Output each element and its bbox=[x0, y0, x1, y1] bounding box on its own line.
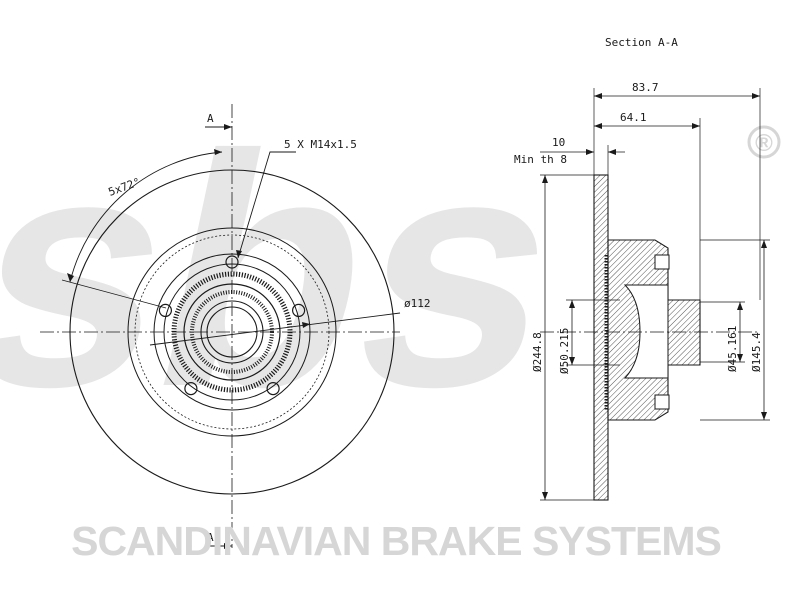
bolt-circle-label: ø112 bbox=[404, 297, 431, 310]
min-thickness-label: Min th 8 bbox=[514, 153, 567, 166]
overall-width-label: 83.7 bbox=[632, 81, 659, 94]
sbs-logo-text: sbs bbox=[0, 86, 590, 455]
section-marker-bottom: A bbox=[207, 531, 214, 544]
disc-diameter-label: Ø244.8 bbox=[531, 332, 544, 372]
registered-mark-text: ® bbox=[755, 130, 773, 157]
bolt-spec-label: 5 X M14x1.5 bbox=[284, 138, 357, 151]
bolt-holes bbox=[158, 255, 306, 396]
front-view bbox=[40, 104, 401, 549]
hub-diameter-label: Ø145.4 bbox=[750, 332, 763, 372]
section-marker-top: A bbox=[207, 112, 214, 125]
section-view-labels: Section A-A 83.7 64.1 10 Min th 8 Ø244.8… bbox=[514, 36, 763, 374]
disc-thickness-label: 10 bbox=[552, 136, 565, 149]
section-title: Section A-A bbox=[605, 36, 678, 49]
bolt-hole bbox=[266, 382, 280, 396]
registered-mark: ® bbox=[747, 125, 781, 159]
center-bore-label: Ø50.215 bbox=[558, 328, 571, 374]
front-view-labels: A A 5 X M14x1.5 5x72° ø112 bbox=[107, 112, 431, 544]
section-view bbox=[540, 88, 770, 501]
bolt-hole bbox=[292, 303, 306, 317]
brand-bar-text: SCANDINAVIAN BRAKE SYSTEMS bbox=[71, 518, 721, 564]
bolt-hole bbox=[184, 382, 198, 396]
hub-width-label: 64.1 bbox=[620, 111, 647, 124]
sbs-watermark-logo: sbs bbox=[0, 86, 590, 455]
bearing-bore-label: Ø45.161 bbox=[726, 326, 739, 372]
bolt-hole bbox=[158, 303, 172, 317]
